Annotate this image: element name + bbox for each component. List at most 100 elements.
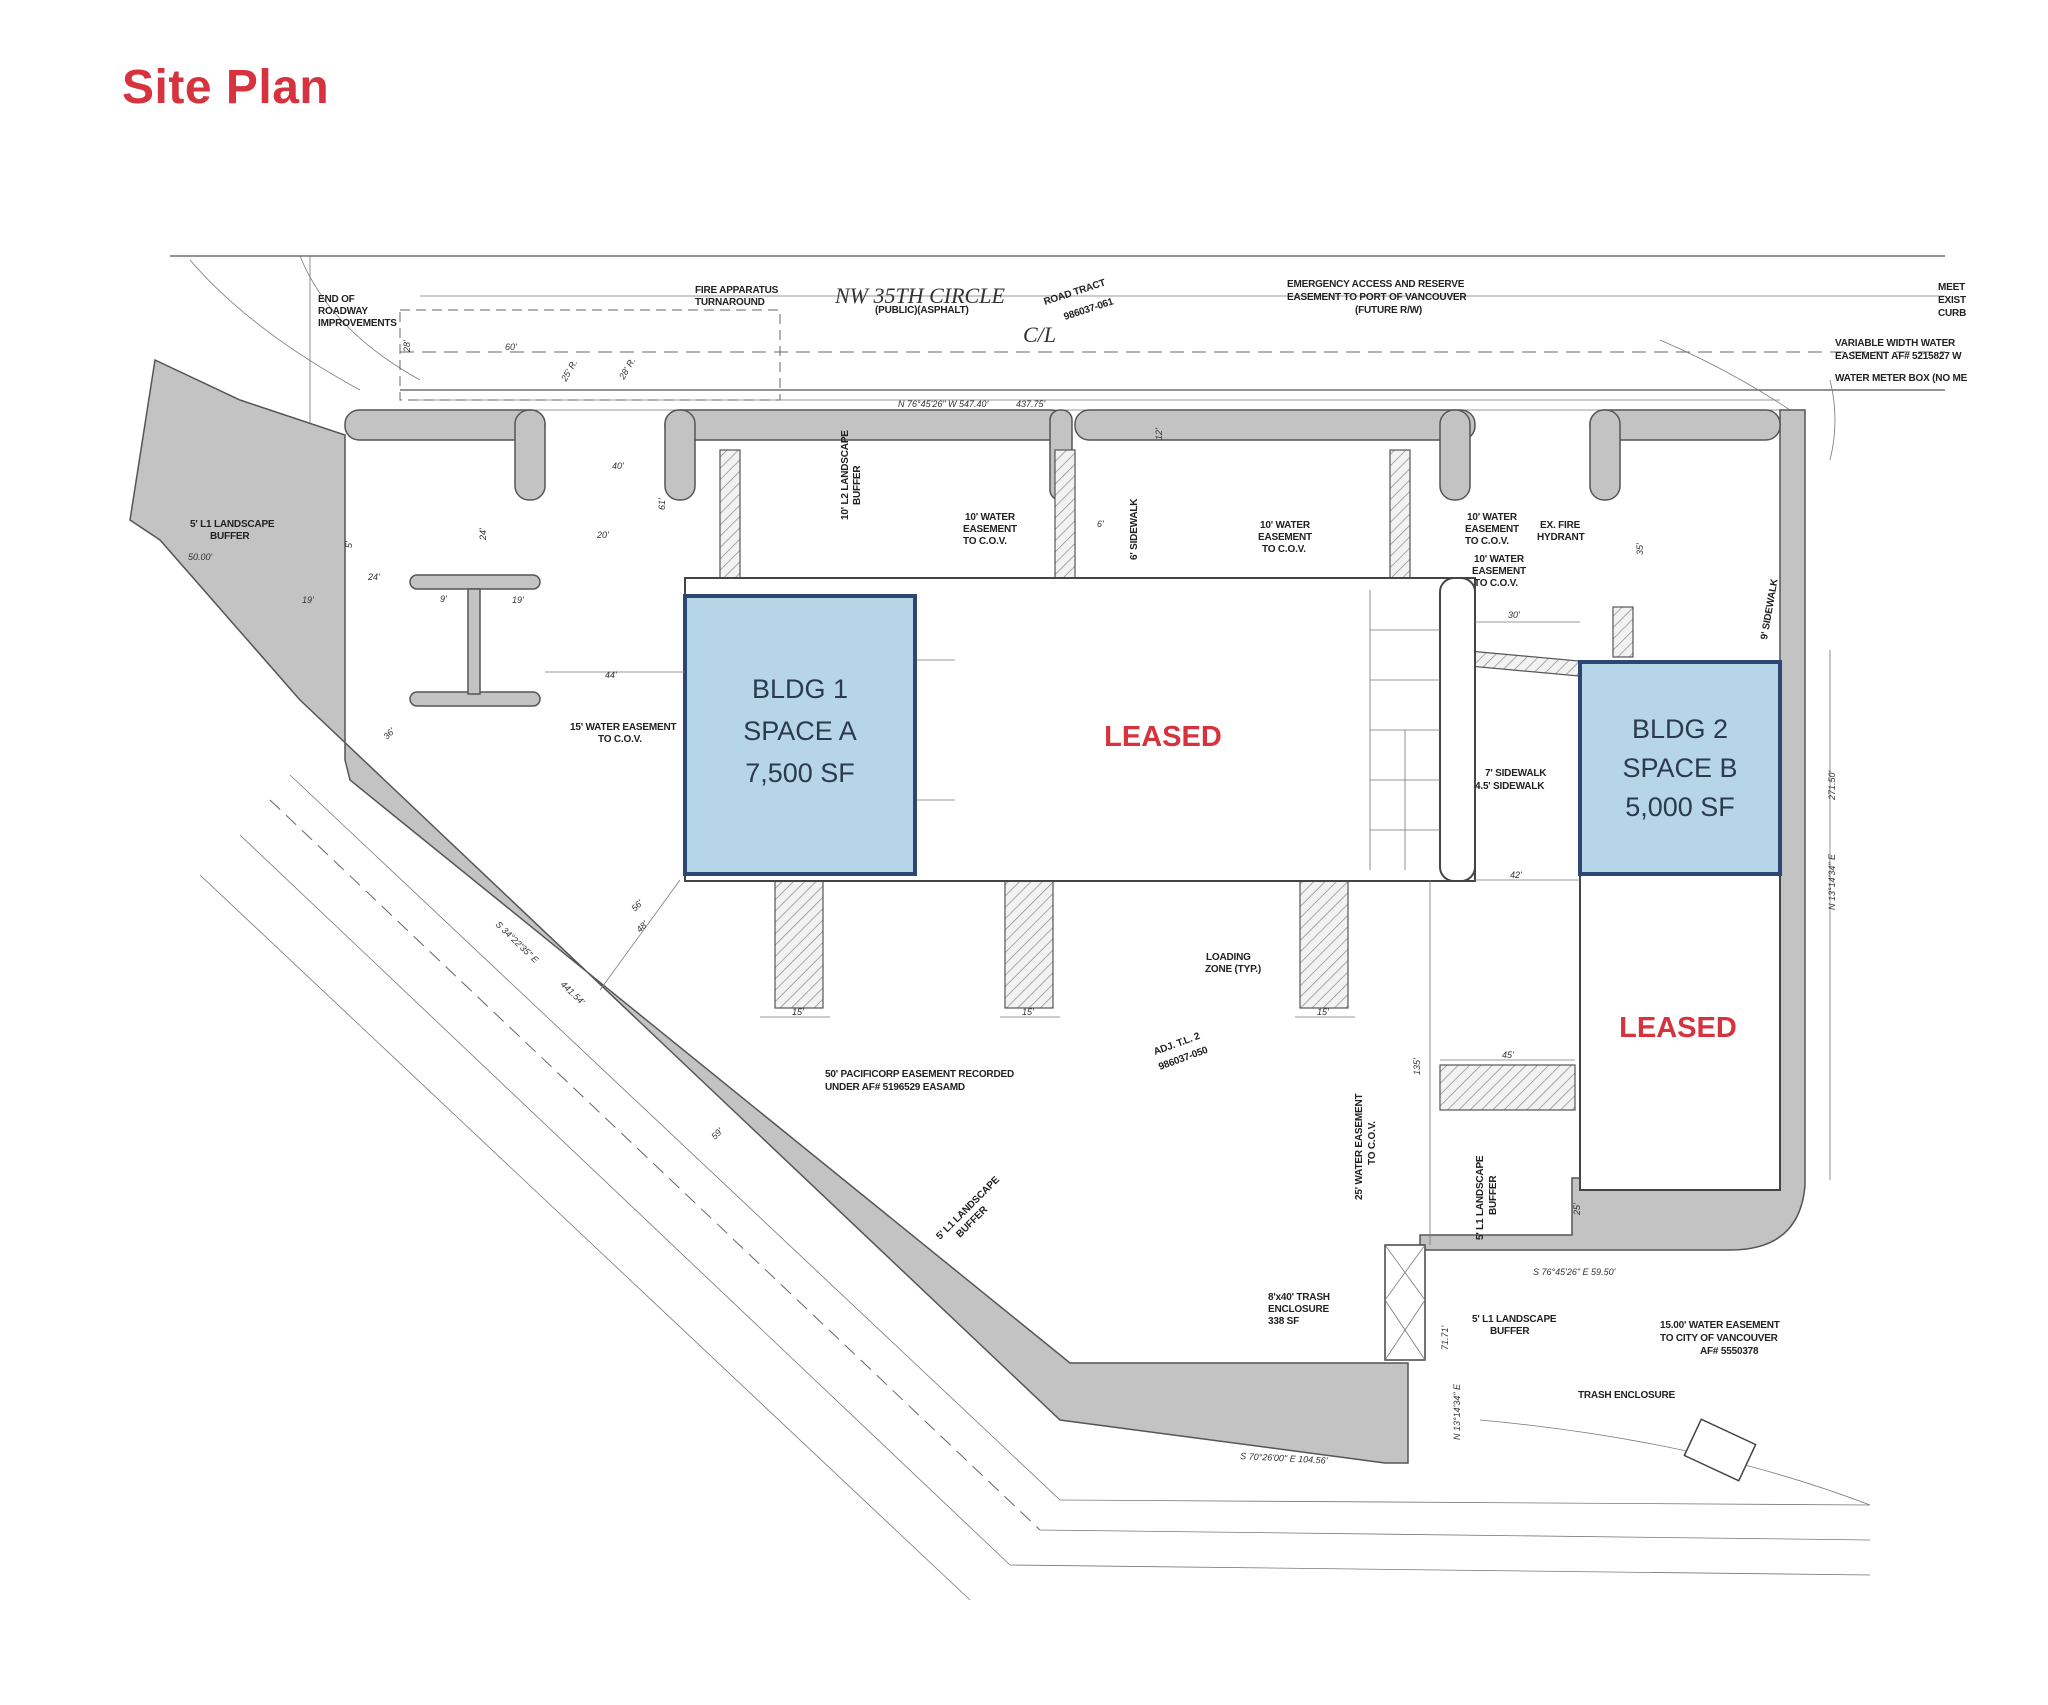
note-trash-plan-2: ENCLOSURE	[1268, 1304, 1330, 1315]
space-b-line1: BLDG 2	[1632, 714, 1728, 744]
dim-9: 9'	[440, 594, 447, 604]
dim-25r: 25' R.	[559, 358, 580, 384]
street-name: NW 35TH CIRCLE	[834, 283, 1005, 308]
dim-59: 59'	[709, 1126, 725, 1142]
note-edge-3: CURB	[1938, 308, 1966, 319]
dim-15a: 15'	[792, 1007, 804, 1017]
note-variable-water-1: VARIABLE WIDTH WATER	[1835, 338, 1956, 349]
dim-56: 56'	[629, 898, 645, 914]
space-a-line1: BLDG 1	[752, 674, 848, 704]
dim-15c: 15'	[1317, 1007, 1329, 1017]
note-fire-hydrant-1: EX. FIRE	[1540, 520, 1581, 531]
dim-28: 28'	[402, 340, 412, 353]
note-water-city-3: AF# 5550378	[1700, 1346, 1759, 1357]
note-fire-hydrant-2: HYDRANT	[1537, 532, 1585, 543]
dim-135: 135'	[1412, 1058, 1422, 1075]
note-variable-water-2: EASEMENT AF# 5215827 W	[1835, 351, 1962, 362]
dim-44: 44'	[605, 670, 617, 680]
bearing-lower-vert: N 13°14'34" E	[1452, 1383, 1462, 1440]
bearing-right-vert-len: 271.50'	[1827, 770, 1837, 801]
street-centerline: C/L	[1023, 322, 1056, 347]
note-emergency-2: EASEMENT TO PORT OF VANCOUVER	[1287, 292, 1467, 303]
note-end-roadway-1: END OF	[318, 294, 355, 305]
bearing-lower-horiz: S 76°45'26" E 59.50'	[1533, 1267, 1616, 1277]
note-fire-turnaround-2: TURNAROUND	[695, 297, 765, 308]
space-b-line2: SPACE B	[1622, 753, 1737, 783]
note-water-a-2: EASEMENT	[963, 524, 1017, 535]
street-surface: (PUBLIC)(ASPHALT)	[875, 305, 969, 316]
note-edge-1: MEET	[1938, 282, 1965, 293]
dim-42: 42'	[1510, 870, 1522, 880]
note-water-d-1: 10' WATER	[1474, 554, 1525, 565]
dim-60: 60'	[505, 342, 517, 352]
note-water-city-2: TO CITY OF VANCOUVER	[1660, 1333, 1779, 1344]
dimension-lines	[545, 621, 1831, 1245]
space-a-line3: 7,500 SF	[745, 758, 855, 788]
note-landscape-vert-2: BUFFER	[1488, 1175, 1499, 1215]
note-sidewalk-7: 7' SIDEWALK	[1485, 768, 1547, 779]
bearing-top-dim: 437.75'	[1016, 399, 1046, 409]
note-trash-plan-3: 338 SF	[1268, 1316, 1299, 1327]
dim-24a: 24'	[367, 572, 380, 582]
bearing-top: N 76°45'26" W 547.40'	[898, 399, 989, 409]
dim-61: 61'	[657, 498, 667, 510]
note-landscape-left-dim: 50.00'	[188, 552, 213, 562]
note-sidewalk-45: 4.5' SIDEWALK	[1475, 781, 1545, 792]
page-title: Site Plan	[122, 61, 330, 114]
road-tract-line2: 986037-061	[1063, 296, 1116, 323]
note-water-15-2: TO C.O.V.	[598, 734, 642, 745]
dim-30: 30'	[1508, 610, 1520, 620]
space-b-line3: 5,000 SF	[1625, 792, 1735, 822]
bearing-right-vert: N 13°14'34" E	[1827, 853, 1837, 910]
dim-40: 40'	[612, 461, 624, 471]
note-water-a-3: TO C.O.V.	[963, 536, 1007, 547]
note-pacificorp-1: 50' PACIFICORP EASEMENT RECORDED	[825, 1069, 1014, 1080]
note-water-15-1: 15' WATER EASEMENT	[570, 722, 676, 733]
note-pacificorp-2: UNDER AF# 5196529 EASAMD	[825, 1082, 965, 1093]
note-landscape-bottom-1: 5' L1 LANDSCAPE	[1472, 1314, 1557, 1325]
dim-6: 6'	[1097, 519, 1104, 529]
note-emergency-3: (FUTURE R/W)	[1355, 305, 1422, 316]
dim-45: 45'	[1502, 1050, 1514, 1060]
note-l2-buffer-1: 10' L2 LANDSCAPE	[840, 430, 851, 520]
note-loading-zone-2: ZONE (TYP.)	[1205, 964, 1261, 975]
note-trash-plan-1: 8'x40' TRASH	[1268, 1292, 1330, 1303]
note-water-c-1: 10' WATER	[1467, 512, 1518, 523]
note-loading-zone-1: LOADING	[1206, 952, 1251, 963]
bearing-lower-vert-len: 71.71'	[1440, 1325, 1450, 1350]
street-lines	[170, 255, 1945, 461]
hatched-pads	[719, 449, 1634, 1111]
leased-label-bldg2: LEASED	[1619, 1012, 1737, 1044]
space-a-line2: SPACE A	[743, 716, 857, 746]
note-water-b-1: 10' WATER	[1260, 520, 1311, 531]
note-water-a-1: 10' WATER	[965, 512, 1016, 523]
dim-24b: 24'	[478, 528, 488, 541]
dim-36: 36'	[381, 726, 397, 742]
note-emergency-1: EMERGENCY ACCESS AND RESERVE	[1287, 279, 1465, 290]
dim-25b: 25'	[1572, 1203, 1582, 1216]
dim-20: 20'	[596, 530, 609, 540]
dim-5: 5'	[344, 541, 354, 548]
note-water-d-3: TO C.O.V.	[1474, 578, 1518, 589]
space-b-highlight	[1578, 660, 1782, 876]
note-landscape-vert-1: 5' L1 LANDSCAPE	[1475, 1155, 1486, 1240]
note-water-meter: WATER METER BOX (NO ME	[1835, 373, 1968, 384]
dim-15b: 15'	[1022, 1007, 1034, 1017]
dim-48: 48'	[634, 919, 650, 935]
bldg1-rounded-end	[1439, 577, 1476, 882]
dim-19b: 19'	[512, 595, 524, 605]
note-landscape-left-1: 5' L1 LANDSCAPE	[190, 519, 275, 530]
note-trash-enclosure: TRASH ENCLOSURE	[1578, 1390, 1676, 1401]
note-water-c-2: EASEMENT	[1465, 524, 1519, 535]
diagonal-easement-lines	[199, 774, 1871, 1601]
dim-12: 12'	[1154, 428, 1164, 440]
note-water-25-2: TO C.O.V.	[1367, 1121, 1378, 1165]
space-a-highlight	[683, 594, 917, 876]
landscape-band	[129, 358, 1409, 1464]
dim-28r: 28' R.	[617, 356, 638, 382]
note-water-b-2: EASEMENT	[1258, 532, 1312, 543]
leased-label-bldg1: LEASED	[1104, 721, 1222, 753]
note-water-d-2: EASEMENT	[1472, 566, 1526, 577]
note-end-roadway-2: ROADWAY	[318, 306, 368, 317]
